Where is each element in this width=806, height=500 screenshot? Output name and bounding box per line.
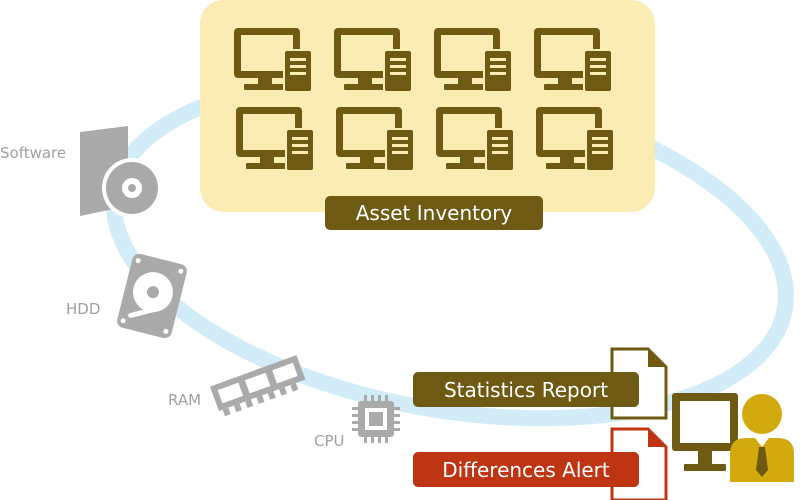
differences-alert-label: Differences Alert [413,452,639,487]
asset-inventory-text: Asset Inventory [356,201,513,225]
asset-inventory-label: Asset Inventory [325,196,543,230]
hdd-label: HDD [66,300,100,318]
user-icon [730,394,794,482]
differences-alert-text: Differences Alert [442,458,610,482]
computer-icon [536,107,615,172]
computer-icon [434,28,513,93]
ram-icon [209,355,306,417]
cpu-label: CPU [314,432,345,450]
computer-icon [334,28,413,93]
software-icon [80,126,162,218]
computer-grid [234,28,615,172]
statistics-report-text: Statistics Report [444,378,608,402]
ram-label: RAM [168,391,201,409]
computer-icon [234,28,313,93]
hdd-icon [117,253,187,339]
computer-icon [534,28,613,93]
computer-icon [236,107,315,172]
statistics-report-label: Statistics Report [413,372,639,407]
software-label: Software [0,144,66,162]
cpu-icon [352,395,400,443]
computer-icon [436,107,515,172]
computer-icon [336,107,415,172]
admin-monitor-icon [672,393,738,471]
